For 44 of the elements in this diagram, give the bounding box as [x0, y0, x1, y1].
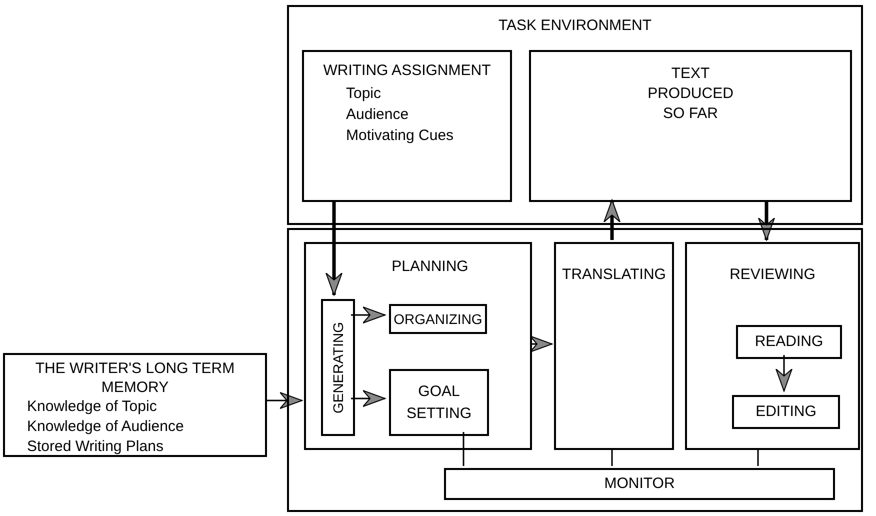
list-item: Stored Writing Plans — [26, 437, 164, 457]
arrow — [326, 200, 342, 296]
memory-box — [3, 353, 267, 457]
connector-line — [462, 432, 464, 466]
box-heading: READING — [754, 332, 824, 352]
arrow — [530, 336, 552, 352]
box-heading: MONITOR — [604, 474, 675, 494]
box-heading: GOAL SETTING — [405, 382, 472, 424]
box-heading: TASK ENVIRONMENT — [498, 16, 652, 36]
connector-line — [757, 448, 759, 466]
list-item: Topic — [345, 84, 382, 104]
box-heading: WRITING ASSIGNMENT — [322, 61, 492, 81]
arrow — [267, 392, 302, 409]
reviewing-box — [685, 242, 860, 450]
generating-box — [321, 299, 355, 436]
monitor-box — [444, 468, 835, 500]
list-item: Knowledge of Topic — [26, 397, 158, 417]
list-item: Knowledge of Audience — [26, 417, 185, 437]
box-heading: REVIEWING — [730, 265, 816, 285]
reading-box — [736, 325, 842, 359]
text-box — [529, 50, 852, 202]
box-heading: EDITING — [756, 402, 816, 422]
box-heading: TRANSLATING — [562, 265, 666, 285]
organizing-box — [389, 304, 487, 334]
process-box — [287, 228, 863, 512]
environment-box — [287, 5, 863, 225]
arrow — [758, 200, 775, 240]
translating-box — [554, 242, 674, 450]
connector-line — [611, 448, 613, 466]
box-heading: ORGANIZING — [394, 310, 482, 328]
editing-box — [732, 395, 840, 429]
list-item: Audience — [345, 104, 410, 124]
box-heading: PLANNING — [392, 257, 468, 277]
goal-setting-box — [389, 369, 489, 436]
box-heading: TEXT PRODUCED SO FAR — [646, 64, 734, 124]
box-heading: GENERATING — [328, 322, 346, 414]
arrow — [604, 200, 620, 240]
planning-box — [304, 242, 532, 450]
arrow — [351, 390, 386, 407]
list-item: Motivating Cues — [345, 126, 455, 146]
box-heading: THE WRITER'S LONG TERM MEMORY — [34, 359, 236, 397]
arrow — [776, 355, 792, 392]
arrow — [351, 306, 386, 324]
assignment-box — [302, 50, 512, 202]
